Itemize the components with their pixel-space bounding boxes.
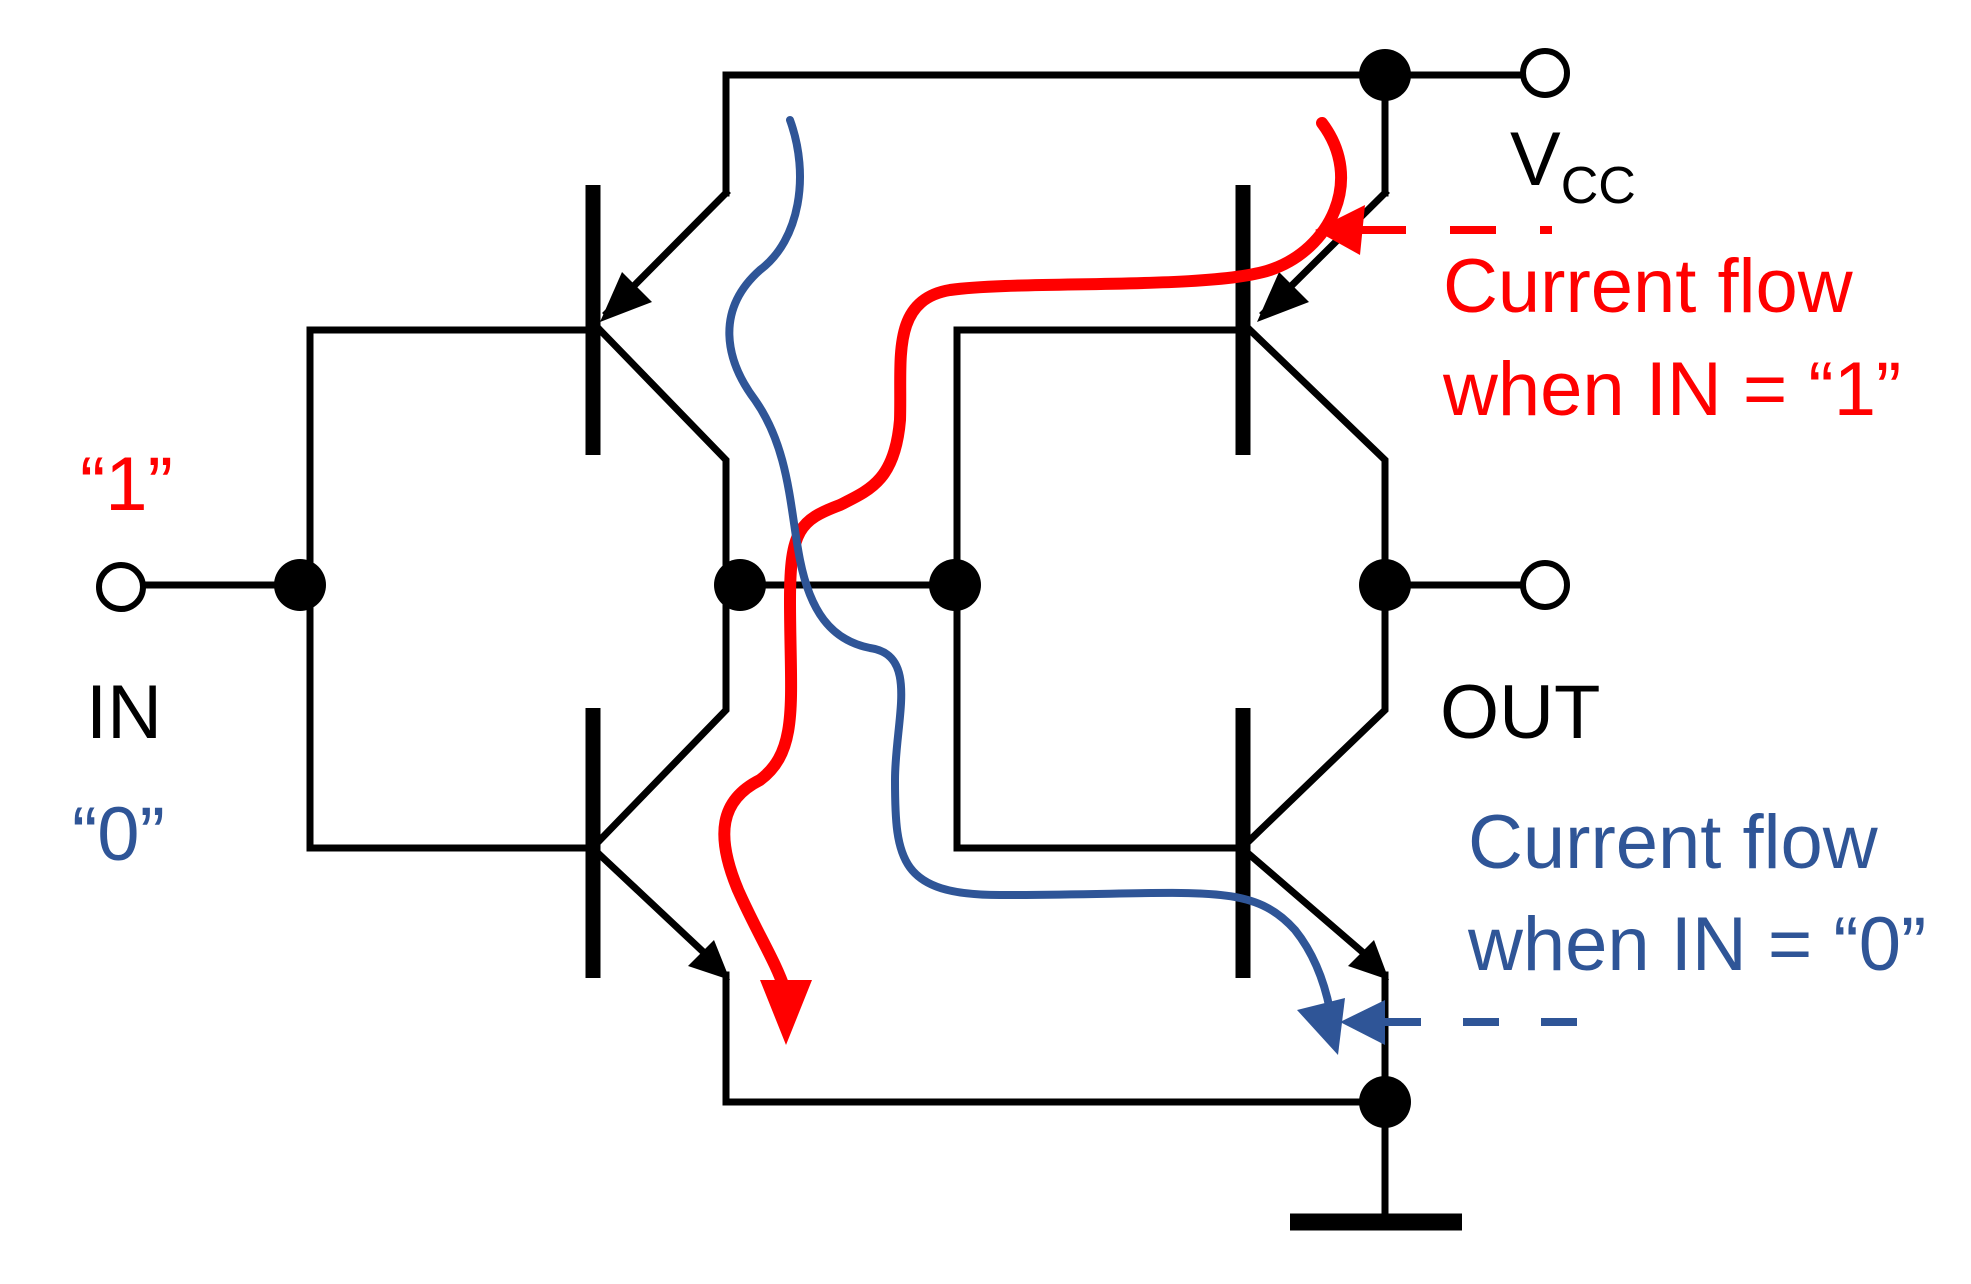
labels: VCC Current flow when IN = “1” “1” IN “0… — [72, 117, 1926, 987]
q3-emitter-arrow-icon — [1257, 272, 1309, 322]
node-vcc — [1359, 49, 1411, 101]
stage1-upper-collector — [595, 325, 730, 845]
node-input — [274, 559, 326, 611]
node-mid-right — [929, 559, 981, 611]
flow-low-arrow-icon — [1297, 998, 1345, 1055]
q4-emitter-arrow-icon — [1348, 940, 1389, 980]
in-terminal — [96, 562, 146, 612]
stage1-lower-emitter — [595, 850, 719, 967]
wiring — [122, 71, 1547, 1214]
flow-high-label-line2: when IN = “1” — [1442, 347, 1901, 432]
in-state-high-label: “1” — [80, 442, 173, 527]
stage2-lower-emitter — [1245, 850, 1379, 967]
junction-nodes — [274, 49, 1411, 1128]
vcc-label: VCC — [1510, 117, 1636, 215]
flow-low-gnd-arrow-icon — [1340, 1000, 1385, 1045]
node-ground — [1359, 1076, 1411, 1128]
flow-high-arrow-icon — [760, 980, 812, 1045]
current-flow-high-path — [718, 117, 1552, 1045]
flow-low-curve — [725, 116, 1334, 1014]
q2-emitter-arrow-icon — [688, 940, 730, 980]
in-state-low-label: “0” — [72, 792, 165, 877]
out-terminal — [1520, 560, 1570, 610]
ground-return — [722, 971, 1391, 1106]
flow-high-curve — [718, 117, 1347, 996]
vcc-terminal — [1520, 48, 1570, 98]
emitter-arrowheads — [600, 272, 1389, 980]
flow-high-vcc-arrow-icon — [1315, 205, 1365, 255]
in-label: IN — [86, 670, 162, 755]
flow-high-label-line1: Current flow — [1443, 244, 1854, 329]
out-label: OUT — [1440, 670, 1600, 755]
terminals — [96, 48, 1570, 612]
vcc-rail — [722, 71, 1547, 197]
flow-low-label-line1: Current flow — [1468, 800, 1879, 885]
node-mid-left — [714, 559, 766, 611]
transistor-bases — [585, 185, 1251, 978]
node-output — [1359, 559, 1411, 611]
current-flow-low-path — [725, 116, 1582, 1055]
q1-emitter-arrow-icon — [600, 272, 652, 322]
flow-low-label-line2: when IN = “0” — [1467, 902, 1926, 987]
